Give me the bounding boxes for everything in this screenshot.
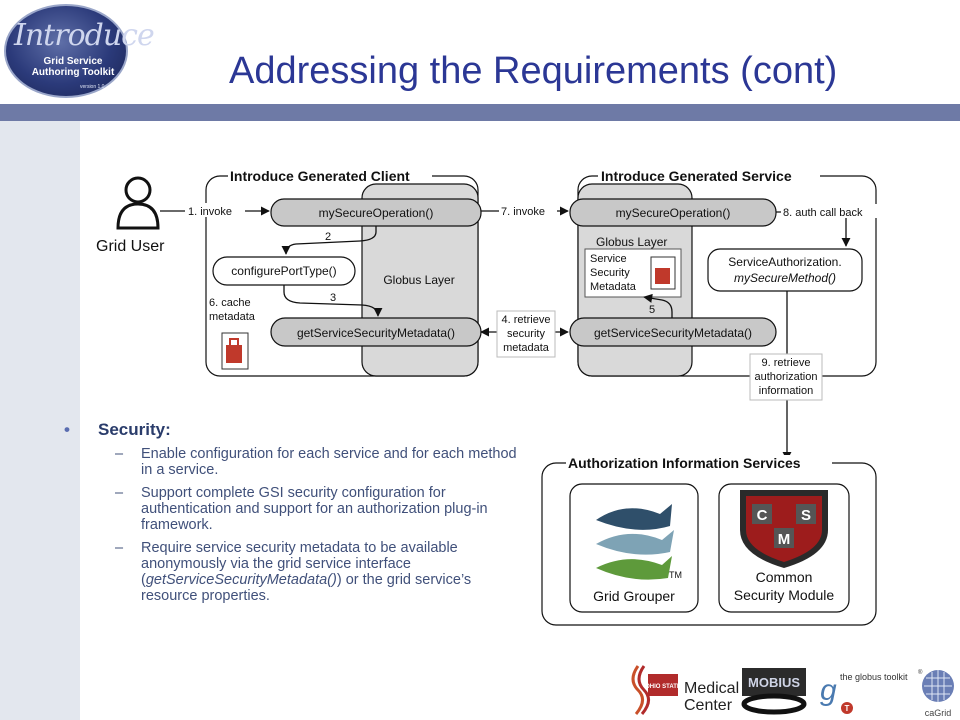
sub-bullet-3: –Require service security metadata to be… xyxy=(115,540,472,604)
edge-step-5 xyxy=(643,293,673,318)
svg-text:mySecureMethod(): mySecureMethod() xyxy=(734,271,836,285)
svg-text:T: T xyxy=(845,704,850,713)
svg-text:Metadata: Metadata xyxy=(590,281,637,293)
svg-text:3: 3 xyxy=(330,292,336,304)
svg-text:Security Module: Security Module xyxy=(734,587,835,603)
authorization-services-title: Authorization Information Services xyxy=(568,455,801,471)
service-globus-label: Globus Layer xyxy=(596,235,667,249)
svg-text:security: security xyxy=(507,328,545,340)
svg-text:7. invoke: 7. invoke xyxy=(501,206,545,218)
bullet-security: •Security: xyxy=(64,420,171,439)
cached-metadata-document-icon xyxy=(221,332,249,370)
svg-text:g: g xyxy=(820,674,837,707)
svg-text:Common: Common xyxy=(756,569,813,585)
svg-text:C: C xyxy=(757,507,768,524)
svg-text:configurePortType(): configurePortType() xyxy=(231,264,336,278)
svg-text:4. retrieve: 4. retrieve xyxy=(502,314,551,326)
svg-text:information: information xyxy=(759,385,813,397)
svg-text:8. auth call back: 8. auth call back xyxy=(783,207,863,219)
svg-text:Medical: Medical xyxy=(684,680,739,697)
service-getmeta-node xyxy=(569,317,777,347)
grid-user-icon xyxy=(116,176,160,230)
svg-text:metadata: metadata xyxy=(209,311,256,323)
svg-text:1. invoke: 1. invoke xyxy=(188,206,232,218)
service-group-title: Introduce Generated Service xyxy=(601,168,792,184)
service-metadata-document-icon xyxy=(650,256,676,290)
svg-text:mySecureOperation(): mySecureOperation() xyxy=(616,206,731,220)
left-sidebar-band xyxy=(0,120,80,720)
svg-text:S: S xyxy=(801,507,811,524)
sub-bullet-1: –Enable configuration for each service a… xyxy=(115,446,517,478)
footer-logos: OHIO STATE Medical Center MOBIUS g T the… xyxy=(631,665,954,718)
svg-text:MOBIUS: MOBIUS xyxy=(748,675,800,690)
svg-text:OHIO STATE: OHIO STATE xyxy=(645,684,681,690)
svg-text:caGrid: caGrid xyxy=(925,708,952,718)
svg-text:Center: Center xyxy=(684,697,733,714)
svg-text:getServiceSecurityMetadata(): getServiceSecurityMetadata() xyxy=(297,326,455,340)
svg-text:ServiceAuthorization.: ServiceAuthorization. xyxy=(728,255,841,269)
service-authorization-node xyxy=(707,248,863,292)
svg-text:authorization: authorization xyxy=(755,371,818,383)
mobius-logo: MOBIUS xyxy=(741,668,807,715)
svg-text:the globus toolkit: the globus toolkit xyxy=(840,672,908,682)
svg-text:mySecureOperation(): mySecureOperation() xyxy=(319,206,434,220)
globus-toolkit-logo: g T the globus toolkit ® xyxy=(820,669,923,714)
svg-text:getServiceSecurityMetadata(): getServiceSecurityMetadata() xyxy=(594,326,752,340)
svg-text:6. cache: 6. cache xyxy=(209,297,251,309)
title-underline-band xyxy=(0,104,960,121)
csm-shield-icon xyxy=(740,490,828,568)
svg-text:metadata: metadata xyxy=(503,342,550,354)
edge-step-3 xyxy=(283,285,383,317)
osu-medical-center-logo: OHIO STATE Medical Center xyxy=(631,665,739,715)
svg-text:9. retrieve: 9. retrieve xyxy=(762,357,811,369)
svg-text:Service: Service xyxy=(590,253,627,265)
edge-step-2 xyxy=(281,226,377,255)
cagrid-logo: caGrid xyxy=(922,670,954,718)
client-globus-label: Globus Layer xyxy=(383,273,454,287)
sub-bullet-2: –Support complete GSI security configura… xyxy=(115,485,488,533)
svg-text:Grid Grouper: Grid Grouper xyxy=(593,588,675,604)
svg-text:2: 2 xyxy=(325,231,331,243)
grid-user-label: Grid User xyxy=(96,238,165,255)
svg-text:M: M xyxy=(778,531,791,548)
svg-text:®: ® xyxy=(918,669,923,676)
client-group-title: Introduce Generated Client xyxy=(230,168,410,184)
slide-title: Addressing the Requirements (cont) xyxy=(229,50,838,92)
svg-text:Security: Security xyxy=(590,267,630,279)
bullet-list: •Security: –Enable configuration for eac… xyxy=(60,420,520,611)
svg-text:TM: TM xyxy=(669,570,682,580)
grid-grouper-logo-icon xyxy=(596,504,674,580)
svg-text:5: 5 xyxy=(649,304,655,316)
